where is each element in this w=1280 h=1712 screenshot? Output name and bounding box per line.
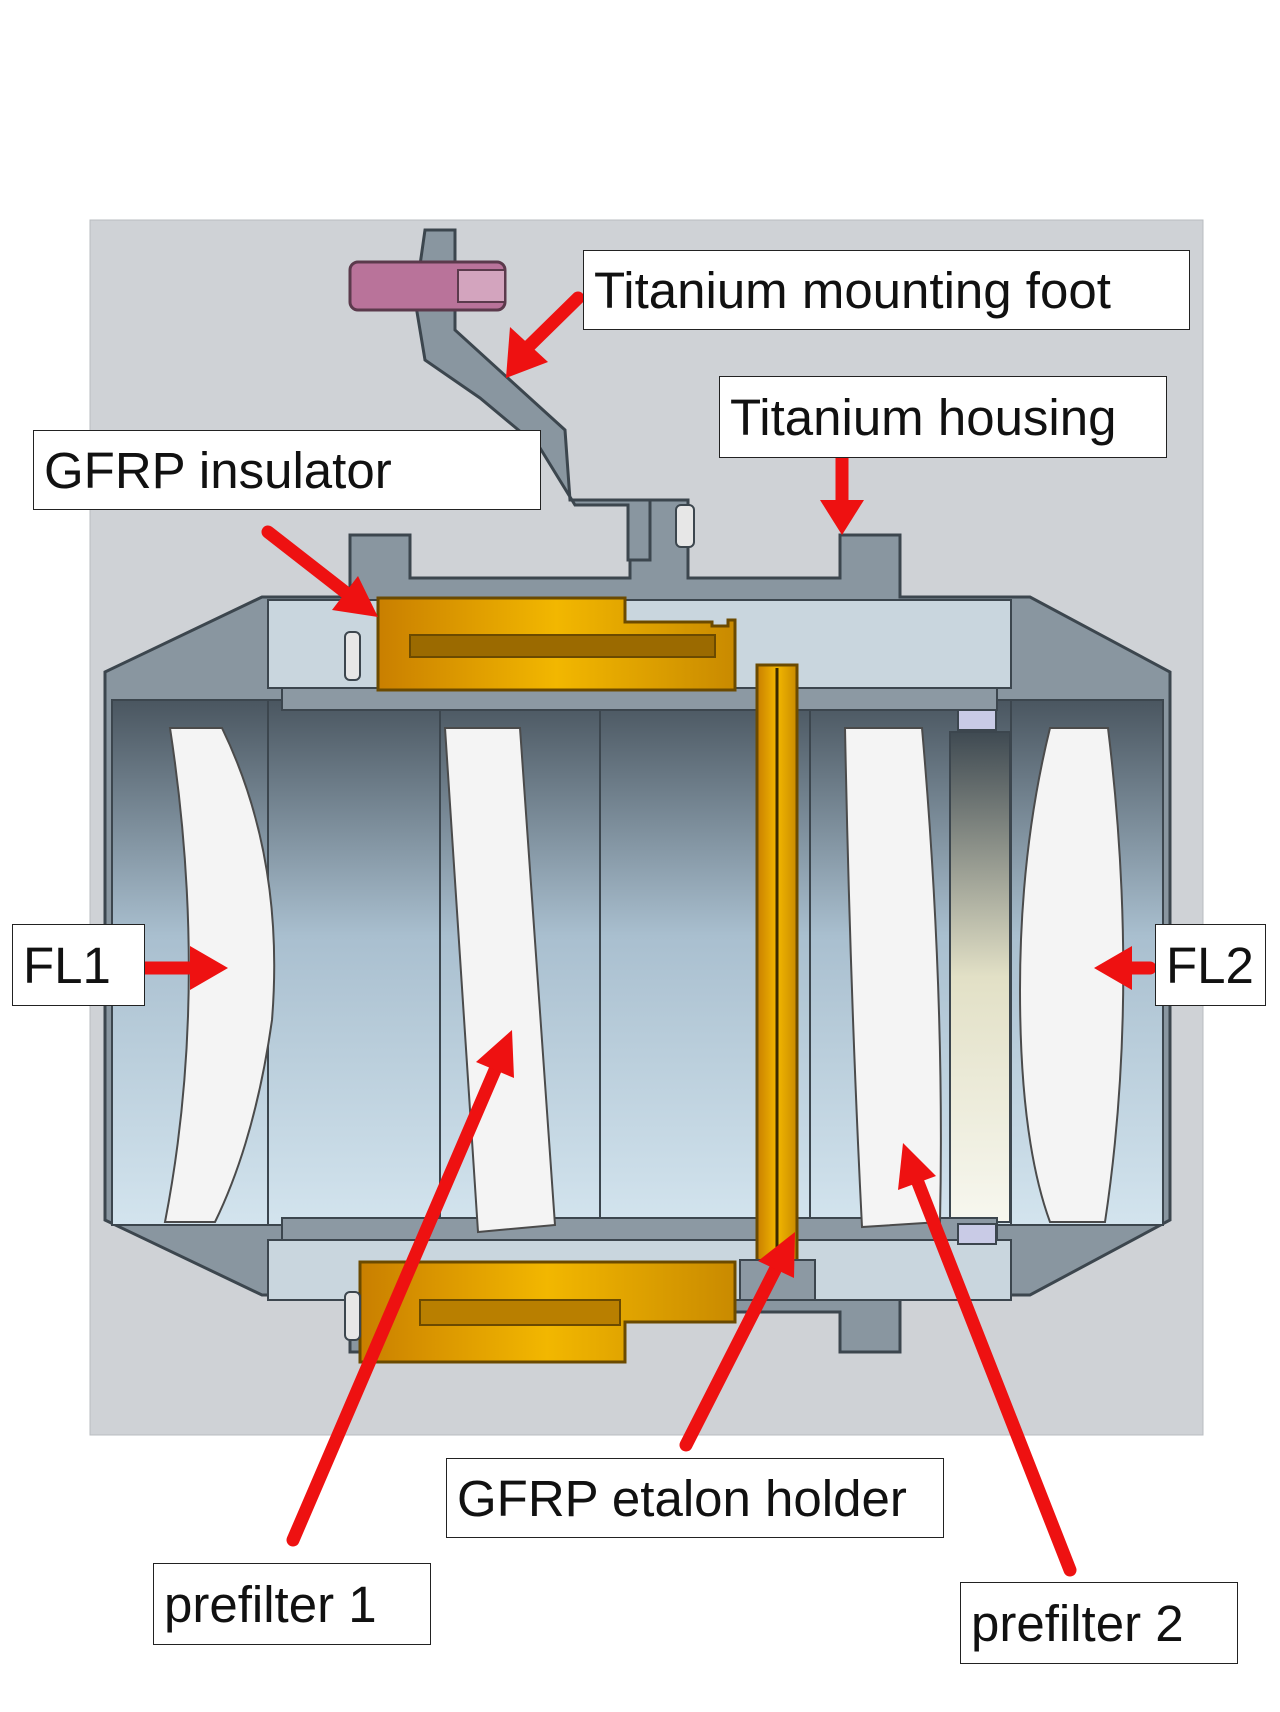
fl2-lens: [1018, 727, 1125, 1223]
label-fl1: FL1: [12, 924, 145, 1006]
label-gfrp-etalon-holder: GFRP etalon holder: [446, 1458, 944, 1538]
fl1-lens: [163, 727, 276, 1223]
label-gfrp-insulator: GFRP insulator: [33, 430, 541, 510]
label-prefilter-1: prefilter 1: [153, 1563, 431, 1645]
label-titanium-housing: Titanium housing: [719, 376, 1167, 458]
label-titanium-mounting-foot: Titanium mounting foot: [583, 250, 1190, 330]
red-arrow-icon: [123, 291, 1157, 1577]
label-prefilter-2: prefilter 2: [960, 1582, 1238, 1664]
label-fl2: FL2: [1155, 924, 1266, 1006]
bright-band: [949, 731, 1011, 1223]
prefilter-2: [843, 727, 942, 1229]
